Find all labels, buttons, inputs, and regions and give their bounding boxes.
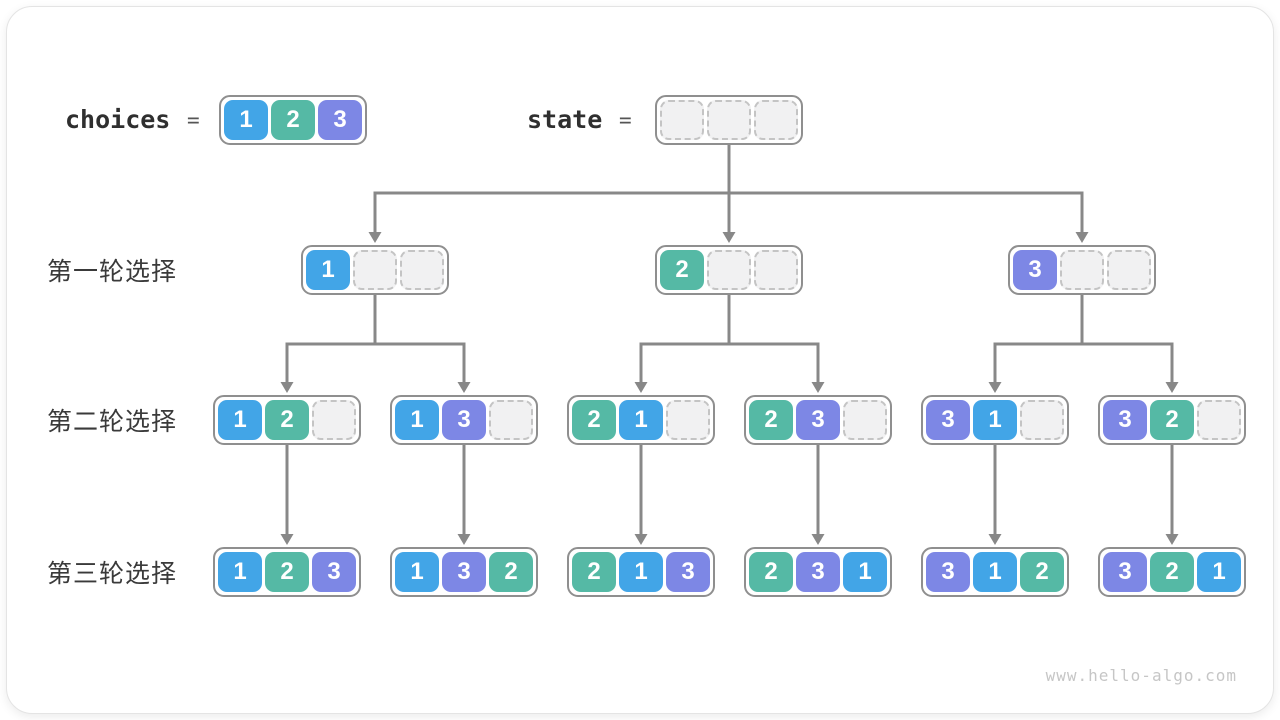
cell-value-2: 2 — [265, 552, 309, 592]
cell-empty — [707, 250, 751, 290]
cell-empty — [843, 400, 887, 440]
cell-value-3: 3 — [666, 552, 710, 592]
cell-value-1: 1 — [619, 552, 663, 592]
cell-empty — [754, 100, 798, 140]
cell-value-2: 2 — [660, 250, 704, 290]
cell-value-2: 2 — [572, 400, 616, 440]
arrowhead-icon — [811, 382, 825, 393]
cell-value-2: 2 — [265, 400, 309, 440]
cell-value-1: 1 — [218, 400, 262, 440]
arrowhead-icon — [634, 382, 648, 393]
cell-value-2: 2 — [271, 100, 315, 140]
arrowhead-icon — [811, 534, 825, 545]
arrowhead-icon — [988, 382, 1002, 393]
cell-value-3: 3 — [1013, 250, 1057, 290]
cell-value-1: 1 — [973, 552, 1017, 592]
cell-value-1: 1 — [395, 552, 439, 592]
cell-value-3: 3 — [796, 552, 840, 592]
cell-value-2: 2 — [1150, 552, 1194, 592]
cell-empty — [1107, 250, 1151, 290]
cell-empty — [1197, 400, 1241, 440]
cell-empty — [489, 400, 533, 440]
cell-value-1: 1 — [306, 250, 350, 290]
cell-value-1: 1 — [218, 552, 262, 592]
cell-value-1: 1 — [619, 400, 663, 440]
cell-value-2: 2 — [749, 552, 793, 592]
cell-value-3: 3 — [312, 552, 356, 592]
row-label-round-1: 第一轮选择 — [47, 258, 178, 286]
cell-empty — [707, 100, 751, 140]
cell-empty — [666, 400, 710, 440]
cell-value-2: 2 — [1020, 552, 1064, 592]
cell-value-3: 3 — [926, 552, 970, 592]
cell-value-3: 3 — [1103, 400, 1147, 440]
tree-node-l1-1: 2 — [655, 245, 803, 295]
arrowhead-icon — [634, 534, 648, 545]
cell-empty — [660, 100, 704, 140]
arrowhead-icon — [457, 534, 471, 545]
cell-value-3: 3 — [1103, 552, 1147, 592]
watermark: www.hello-algo.com — [1045, 666, 1237, 685]
arrowhead-icon — [722, 232, 736, 243]
cell-value-3: 3 — [442, 400, 486, 440]
choices-label: choices — [65, 105, 171, 134]
state-equals-sign: = — [619, 108, 632, 132]
arrowhead-icon — [280, 382, 294, 393]
state-node — [655, 95, 803, 145]
arrowhead-icon — [988, 534, 1002, 545]
cell-empty — [312, 400, 356, 440]
tree-node-l1-0: 1 — [301, 245, 449, 295]
row-label-round-3: 第三轮选择 — [47, 560, 178, 588]
cell-value-2: 2 — [572, 552, 616, 592]
cell-value-3: 3 — [318, 100, 362, 140]
cell-value-1: 1 — [973, 400, 1017, 440]
arrowhead-icon — [1075, 232, 1089, 243]
cell-value-1: 1 — [843, 552, 887, 592]
cell-value-3: 3 — [796, 400, 840, 440]
arrowhead-icon — [1165, 534, 1179, 545]
cell-empty — [353, 250, 397, 290]
cell-value-1: 1 — [224, 100, 268, 140]
cell-value-2: 2 — [489, 552, 533, 592]
cell-value-2: 2 — [749, 400, 793, 440]
cell-value-1: 1 — [1197, 552, 1241, 592]
cell-value-3: 3 — [442, 552, 486, 592]
arrowhead-icon — [280, 534, 294, 545]
arrowhead-icon — [457, 382, 471, 393]
tree-node-l1-2: 3 — [1008, 245, 1156, 295]
row-label-round-2: 第二轮选择 — [47, 408, 178, 436]
arrowhead-icon — [1165, 382, 1179, 393]
cell-empty — [754, 250, 798, 290]
choices-equals-sign: = — [187, 108, 200, 132]
state-label: state — [527, 105, 603, 134]
cell-empty — [1060, 250, 1104, 290]
cell-value-3: 3 — [926, 400, 970, 440]
arrowhead-icon — [368, 232, 382, 243]
cell-empty — [400, 250, 444, 290]
cell-value-1: 1 — [395, 400, 439, 440]
cell-empty — [1020, 400, 1064, 440]
cell-value-2: 2 — [1150, 400, 1194, 440]
